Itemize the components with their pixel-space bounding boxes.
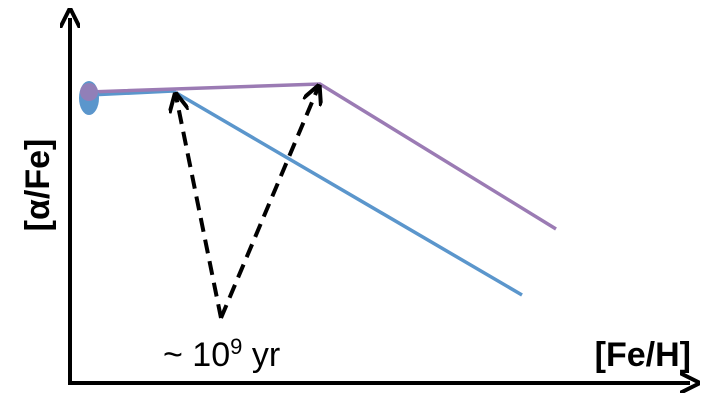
timescale-label: ~ 109 yr [163, 336, 281, 374]
purple-track-line [88, 82, 557, 231]
x-axis-label: [Fe/H] [594, 336, 691, 374]
timescale-prefix: ~ 10 [163, 336, 231, 374]
timescale-suffix: yr [242, 336, 281, 374]
dashed-arrow-to-purple-knee [219, 88, 318, 319]
dashed-arrow-to-blue-knee [176, 96, 223, 319]
timescale-exponent: 9 [230, 334, 243, 359]
start-point-marker-top [80, 83, 98, 101]
blue-track-line [88, 89, 523, 297]
y-axis-label: [α/Fe] [19, 138, 57, 232]
